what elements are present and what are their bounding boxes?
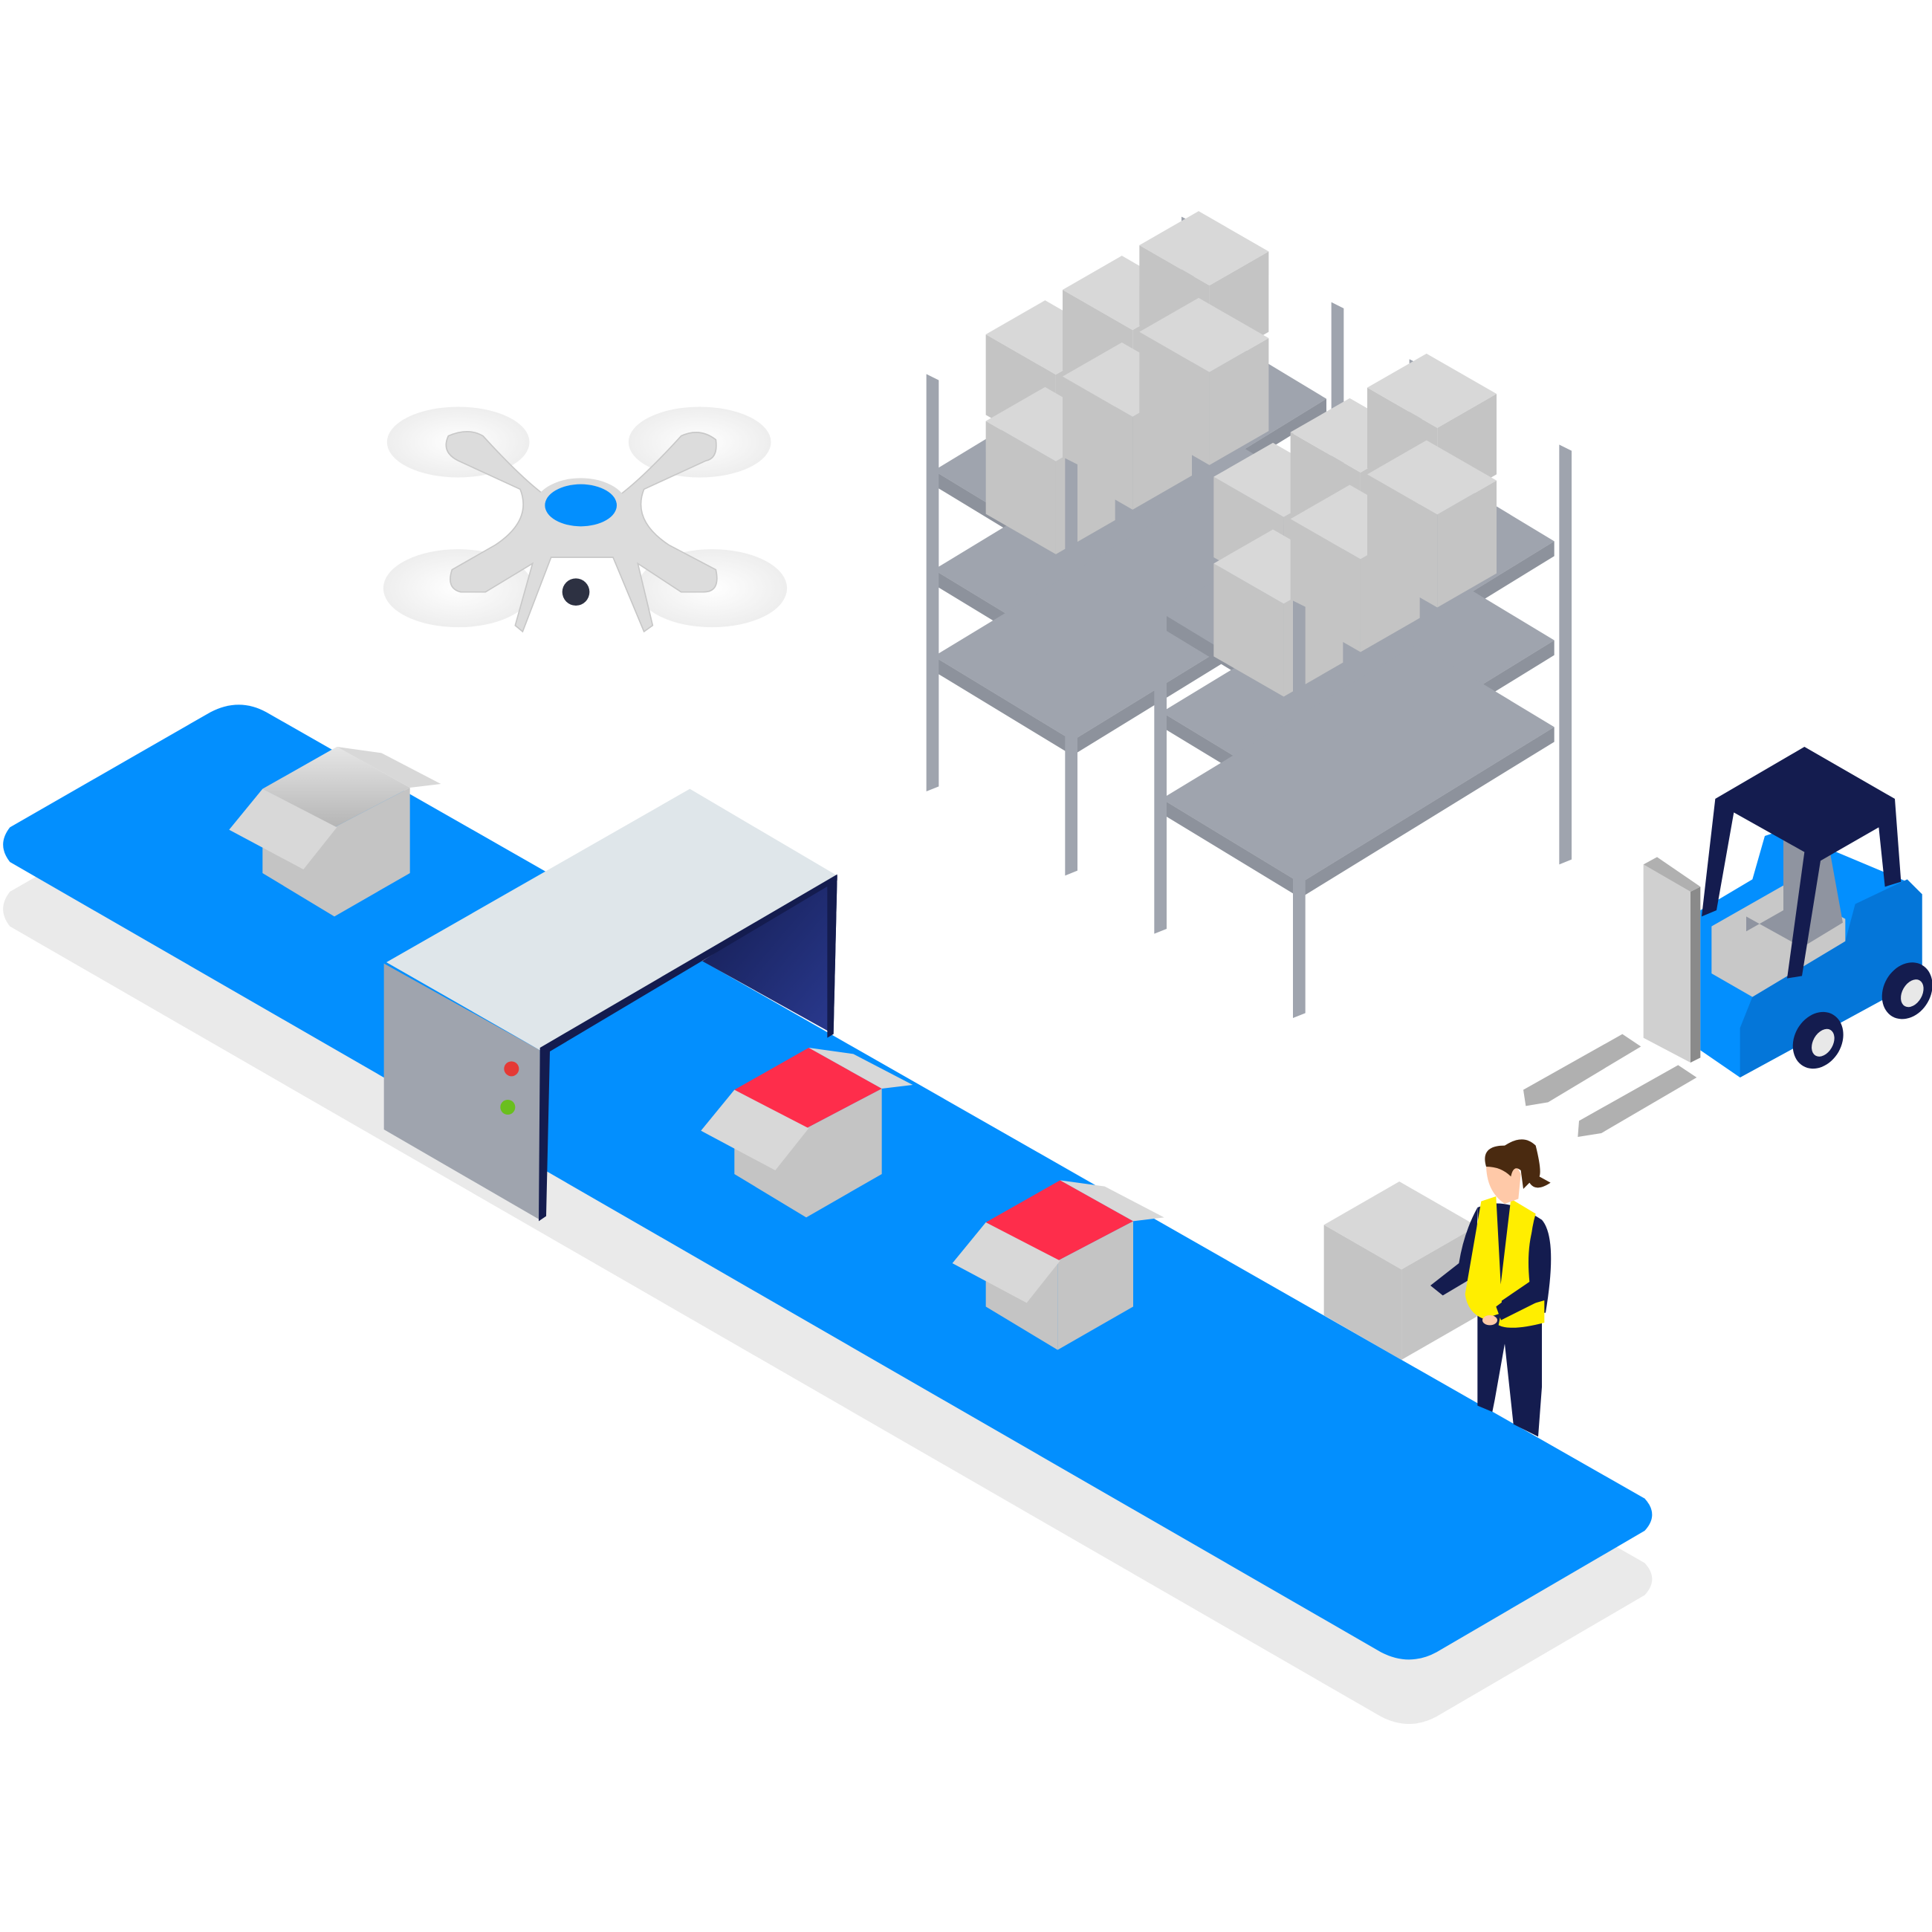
rack-shelf-edge — [1161, 799, 1300, 898]
fork — [1523, 1034, 1641, 1106]
drone-camera — [562, 578, 590, 606]
warehouse-worker — [1430, 1139, 1552, 1437]
worker-arm — [1430, 1208, 1478, 1296]
rack-post — [1065, 458, 1077, 876]
worker-legs — [1477, 1312, 1542, 1437]
box-left-face — [985, 421, 1056, 554]
scanner-tunnel — [383, 788, 837, 1222]
box-left-face — [1290, 519, 1361, 652]
worker-hair — [1485, 1139, 1551, 1189]
box-top-face — [1323, 1181, 1477, 1270]
box-left-face — [1323, 1225, 1402, 1360]
box-flap — [808, 1048, 913, 1089]
box-left-face — [1063, 376, 1133, 510]
rack-shelf-edge — [1300, 727, 1555, 898]
stored-box — [1139, 297, 1269, 465]
open-cardboard-box — [952, 1180, 1164, 1350]
worker-arm-front — [1496, 1219, 1550, 1320]
box-left-face — [1367, 474, 1438, 608]
box-right-face — [806, 1089, 882, 1218]
box-flap — [1060, 1180, 1164, 1222]
rack-post — [1154, 516, 1167, 934]
box-left-face — [1213, 563, 1284, 697]
forklift — [1523, 747, 1932, 1137]
forklift-body-front — [1740, 879, 1922, 1077]
rack-post — [1293, 600, 1306, 1018]
open-cardboard-box — [701, 1048, 913, 1218]
safety-vest — [1465, 1196, 1545, 1328]
mast-side — [1690, 886, 1701, 1063]
mast-top — [1643, 857, 1701, 892]
worker-hand — [1482, 1315, 1497, 1326]
scanner-top — [386, 788, 837, 1051]
box-top-face — [1367, 440, 1497, 515]
box-flap — [952, 1222, 1060, 1303]
mast — [1643, 864, 1690, 1063]
box-right-face — [1401, 1226, 1477, 1360]
tunnel-interior — [702, 875, 837, 1034]
box-left-face — [1139, 331, 1210, 465]
rack-shelf-edge — [933, 656, 1073, 756]
box-flap — [701, 1089, 809, 1170]
stored-box — [1367, 440, 1497, 608]
roof-cage — [1702, 747, 1902, 979]
tunnel-right-edge — [827, 875, 837, 1038]
rack-post — [926, 374, 939, 791]
rack-shelf — [1161, 644, 1555, 884]
green-indicator-light — [500, 1100, 516, 1115]
red-indicator-light — [504, 1061, 519, 1077]
box-top-face — [1139, 297, 1269, 372]
wheel-hub — [1812, 1028, 1835, 1057]
worker-box — [1323, 1181, 1477, 1360]
drone — [383, 406, 788, 633]
rack-shelf — [1161, 557, 1555, 797]
open-cardboard-box — [229, 747, 441, 917]
box-opening — [734, 1048, 882, 1129]
box-right-face — [1437, 480, 1497, 608]
rack-post — [1559, 444, 1572, 865]
box-opening — [985, 1180, 1133, 1261]
warehouse-rack — [1154, 353, 1572, 1018]
box-flap — [337, 747, 441, 788]
drone-top-light — [545, 484, 617, 527]
boxes-layer — [229, 747, 1477, 1360]
box-top-face — [1139, 211, 1269, 286]
scanner-front-face — [383, 963, 540, 1220]
box-opening — [262, 747, 410, 828]
box-top-face — [1367, 353, 1497, 428]
warehouse-racks — [926, 211, 1572, 1018]
fork — [1578, 1065, 1697, 1137]
box-right-face — [1209, 338, 1269, 465]
box-right-face — [1057, 1221, 1133, 1350]
box-right-face — [334, 788, 410, 917]
box-flap — [229, 788, 337, 869]
wheel-hub — [1901, 979, 1924, 1008]
